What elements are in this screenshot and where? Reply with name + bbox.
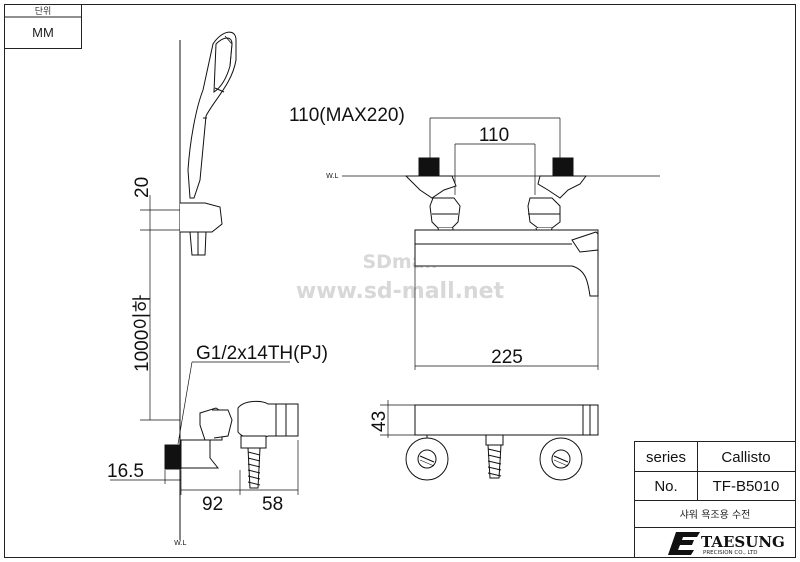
logo-mark-icon — [668, 532, 700, 555]
watermark-line2: www.sd-mall.net — [296, 279, 505, 304]
dim-thread: G1/2x14TH(PJ) — [196, 343, 328, 364]
dim-side-58: 58 — [262, 494, 283, 515]
company-logo: TAESUNG PRECISION CO., LTD — [668, 532, 785, 556]
dim-top-inner: 110 — [479, 125, 509, 146]
waterline-label-front: W.L — [326, 172, 338, 180]
unit-box: 단위 MM — [4, 4, 82, 49]
dim-side-20: 20 — [132, 177, 153, 198]
unit-value: MM — [32, 25, 54, 40]
drawing-frame — [4, 4, 796, 558]
unit-label: 단위 — [35, 6, 52, 17]
dim-side-92: 92 — [202, 494, 223, 515]
dim-body-depth: 43 — [369, 411, 390, 432]
series-label: series — [646, 449, 686, 466]
dim-top-outer: 110(MAX220) — [289, 105, 405, 126]
product-description: 샤워 욕조용 수전 — [680, 508, 751, 521]
company-name: TAESUNG — [701, 533, 785, 551]
waterline-label-side: W.L — [174, 539, 186, 547]
dim-side-165: 16.5 — [107, 461, 144, 482]
no-label: No. — [654, 478, 677, 495]
dim-side-height: 1000이하 — [131, 295, 153, 372]
front-view — [342, 117, 660, 370]
side-view — [110, 31, 299, 540]
title-block — [634, 441, 796, 558]
no-value: TF-B5010 — [713, 478, 780, 495]
dim-body-width: 225 — [491, 347, 523, 368]
series-value: Callisto — [721, 449, 770, 466]
top-view — [380, 400, 599, 481]
company-sub: PRECISION CO., LTD — [703, 550, 757, 556]
